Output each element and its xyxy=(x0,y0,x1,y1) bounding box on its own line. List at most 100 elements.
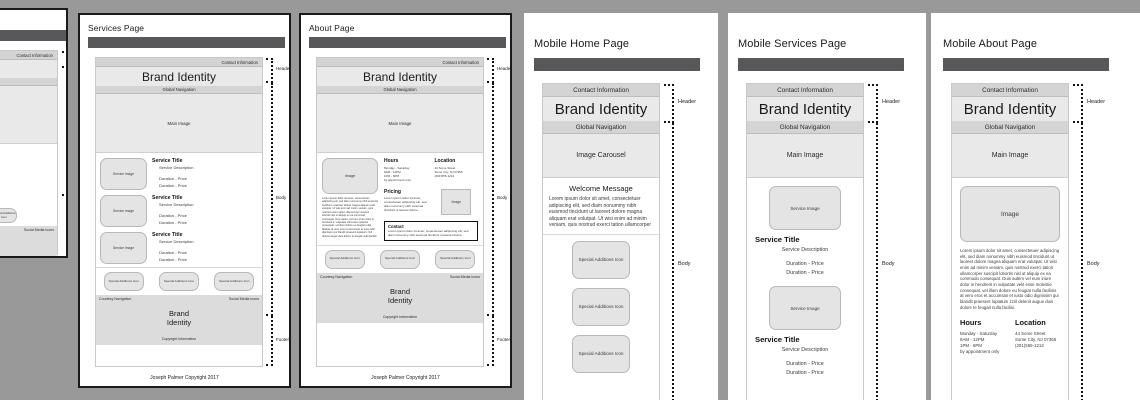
service-image[interactable]: Service Image xyxy=(100,158,147,190)
body-bracket xyxy=(868,123,878,400)
footer-bracket-label: Footer xyxy=(497,337,511,342)
service-item[interactable]: Service Image Service Title Service Desc… xyxy=(755,286,855,376)
special-additions-icon[interactable]: Special Additions Icon xyxy=(103,272,144,291)
special-additions-icon[interactable]: Special Additions Icon xyxy=(572,287,630,326)
location-heading: Location xyxy=(1015,318,1046,328)
service-description: Service Description xyxy=(781,247,829,253)
brand-identity: Brand Identity xyxy=(96,67,262,86)
location-line: 44 Some Street xyxy=(434,166,456,170)
footer-brand-identity: Brand Identity xyxy=(387,286,413,305)
footer-zone: Courtesy Navigation Social Media Icons B… xyxy=(317,272,483,323)
image-carousel[interactable]: Image Carousel xyxy=(543,134,659,178)
body-bracket xyxy=(62,68,66,196)
services-title-bar xyxy=(88,37,285,48)
social-media-icons-label: Social Media Icons xyxy=(23,228,54,232)
panel-title-about: About Page xyxy=(309,23,355,33)
global-navigation-band xyxy=(0,78,57,86)
special-additions-icon[interactable]: Special Additions Icon xyxy=(214,272,255,291)
service-image[interactable]: Service Image xyxy=(769,186,841,230)
panel-partial-left[interactable]: Contact Information Special Additions Ic… xyxy=(0,8,68,258)
hours-heading: Hours xyxy=(384,158,399,164)
body-bracket-label: Body xyxy=(1087,261,1100,267)
hours-line: by appointment only xyxy=(960,349,1000,355)
footer-bracket-label: Footer xyxy=(276,337,290,342)
pricing-text: Lorem ipsum dolor sit amet, consectetuer… xyxy=(384,196,427,212)
about-lorem-text: Lorem ipsum dolor sit amet, consectetuer… xyxy=(960,248,1060,310)
hours-line: Monday - Saturday xyxy=(384,166,410,170)
duration-price: Duration - Price xyxy=(159,250,187,255)
mobile-about-title-bar xyxy=(943,58,1109,71)
contact-heading: Contact xyxy=(388,224,404,229)
contact-information-band: Contact Information xyxy=(317,58,483,67)
copyright-information-label: Copyright Information xyxy=(382,314,418,319)
header-bracket xyxy=(487,58,494,83)
partial-title-bar xyxy=(0,30,66,41)
panel-services[interactable]: Services Page Contact Information Brand … xyxy=(78,13,291,388)
service-image[interactable]: Service Image xyxy=(100,195,147,227)
credit-line: Joseph Palmer Copyright 2017 xyxy=(371,375,440,381)
special-additions-icon[interactable]: Special Additions Icon xyxy=(435,249,476,269)
social-media-icons-label[interactable]: Social Media Icons xyxy=(228,297,259,301)
location-line: Some City, NJ 07365 xyxy=(434,170,463,174)
panel-mobile-home[interactable]: Mobile Home Page Contact Information Bra… xyxy=(524,13,718,400)
pricing-heading: Pricing xyxy=(384,189,401,195)
header-bracket-label: Header xyxy=(1087,99,1106,105)
panel-mobile-about[interactable]: Mobile About Page Contact Information Br… xyxy=(931,13,1140,400)
contact-information-band: Contact Information xyxy=(0,51,57,60)
duration-price: Duration - Price xyxy=(159,257,187,262)
duration-price: Duration - Price xyxy=(159,176,187,181)
global-navigation-band[interactable]: Global Navigation xyxy=(747,121,863,134)
service-item[interactable]: Service Image Service Title Service Desc… xyxy=(100,158,258,190)
body-bracket xyxy=(487,83,494,316)
contact-information-band: Contact Information xyxy=(543,84,659,97)
about-title-bar xyxy=(309,37,506,48)
service-item[interactable]: Service Image Service Title Service Desc… xyxy=(100,232,258,264)
social-media-icons-label[interactable]: Social Media Icons xyxy=(449,274,480,279)
location-line: (201)555-1212 xyxy=(1015,343,1044,349)
brand-identity: Brand Identity xyxy=(747,97,863,121)
service-image[interactable]: Service Image xyxy=(769,286,841,330)
special-additions-icon[interactable]: Special Additions Icon xyxy=(379,249,420,269)
copyright-information-label: Copyright Information xyxy=(161,337,197,341)
location-line: Some City, NJ 07365 xyxy=(1015,337,1057,343)
footer-bracket xyxy=(62,196,66,256)
duration-price: Duration - Price xyxy=(786,270,824,276)
main-image: Main Image xyxy=(317,94,483,153)
service-title: Service Title xyxy=(152,232,183,238)
duration-price: Duration - Price xyxy=(786,361,824,367)
panel-title-services: Services Page xyxy=(88,23,145,33)
special-additions-icon[interactable]: Special Additions Icon xyxy=(572,240,630,279)
service-title: Service Title xyxy=(755,235,800,244)
body-bracket-label: Body xyxy=(882,261,895,267)
service-image[interactable]: Service Image xyxy=(100,232,147,264)
hours-line: 1PM - 6PM xyxy=(960,343,982,349)
courtesy-navigation-label[interactable]: Courtesy Navigation xyxy=(320,274,353,279)
special-additions-icon[interactable]: Special Additions Icon xyxy=(158,272,199,291)
contact-box: Contact Lorem ipsum dolor sit amet, cons… xyxy=(384,221,478,241)
global-navigation-band[interactable]: Global Navigation xyxy=(952,121,1068,134)
global-navigation-band[interactable]: Global Navigation xyxy=(96,86,262,94)
main-image: Main Image xyxy=(96,94,262,153)
special-additions-icon[interactable]: Special Additions Icon xyxy=(324,249,365,269)
special-additions-icon[interactable]: Special Additions Icon xyxy=(0,207,17,223)
hours-line: 9AM - 12PM xyxy=(960,337,985,343)
panel-about[interactable]: About Page Contact Information Brand Ide… xyxy=(299,13,512,388)
header-bracket-label: Header xyxy=(678,99,697,105)
global-navigation-band[interactable]: Global Navigation xyxy=(317,86,483,94)
hours-line: 1PM - 6PM xyxy=(384,174,400,178)
body-bracket xyxy=(1073,123,1083,400)
hours-heading: Hours xyxy=(960,318,982,328)
header-bracket xyxy=(664,84,674,123)
footer-zone: Courtesy Navigation Social Media Icons B… xyxy=(96,295,262,345)
service-item[interactable]: Service Image Service Title Service Desc… xyxy=(755,186,855,276)
panel-mobile-services[interactable]: Mobile Services Page Contact Information… xyxy=(728,13,926,400)
mobile-home-page-mock: Contact Information Brand Identity Globa… xyxy=(542,83,660,400)
special-additions-icon[interactable]: Special Additions Icon xyxy=(572,334,630,373)
contact-text: Lorem ipsum dolor sit amet, consectetuer… xyxy=(388,229,469,237)
courtesy-navigation-label[interactable]: Courtesy Navigation xyxy=(99,297,132,301)
service-item[interactable]: Service Image Service Title Service Desc… xyxy=(100,195,258,227)
partial-page-mock: Contact Information Special Additions Ic… xyxy=(0,50,58,256)
global-navigation-band[interactable]: Global Navigation xyxy=(543,121,659,134)
panel-title-mobile-home: Mobile Home Page xyxy=(534,38,630,50)
